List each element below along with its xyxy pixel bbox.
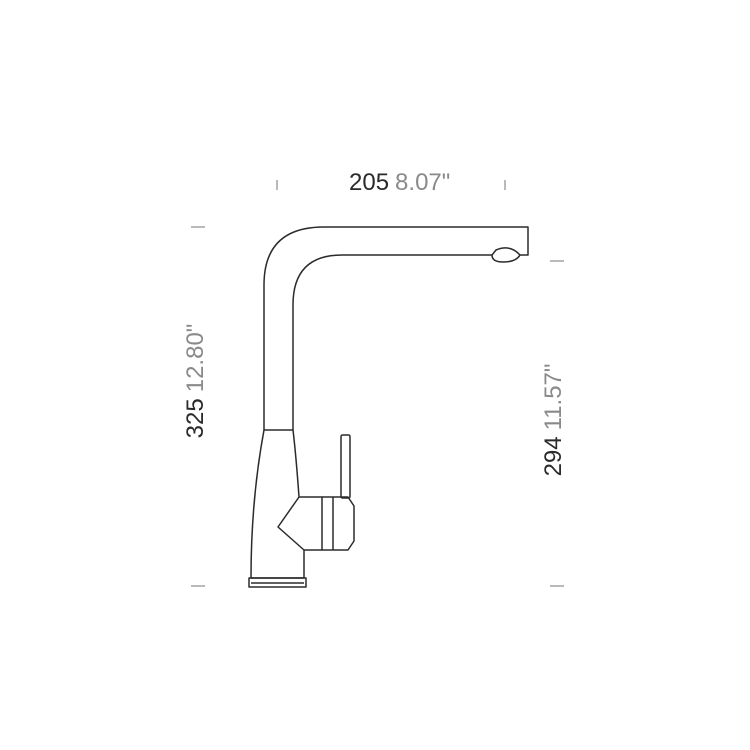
- spout-height-mm: 294: [540, 436, 567, 477]
- width-mm: 205: [349, 169, 390, 196]
- total-height-inch: 12.80": [182, 323, 209, 393]
- spout-height-inch: 11.57": [540, 363, 567, 431]
- spout-outline: [263, 226, 529, 430]
- total-height-dimension: 325 12.80": [182, 323, 209, 439]
- body-outline: [250, 429, 305, 579]
- width-inch: 8.07": [395, 169, 451, 196]
- base-ring: [248, 577, 307, 588]
- handle-lever: [340, 434, 351, 499]
- handle-hub-front: [299, 496, 323, 551]
- total-height-mm: 325: [182, 398, 209, 439]
- spout-height-dimension: 294 11.57": [540, 363, 567, 477]
- faucet-outline: [248, 226, 529, 588]
- dimension-ticks: [191, 180, 564, 587]
- handle-hub: [322, 496, 355, 551]
- aerator-outline: [491, 254, 521, 263]
